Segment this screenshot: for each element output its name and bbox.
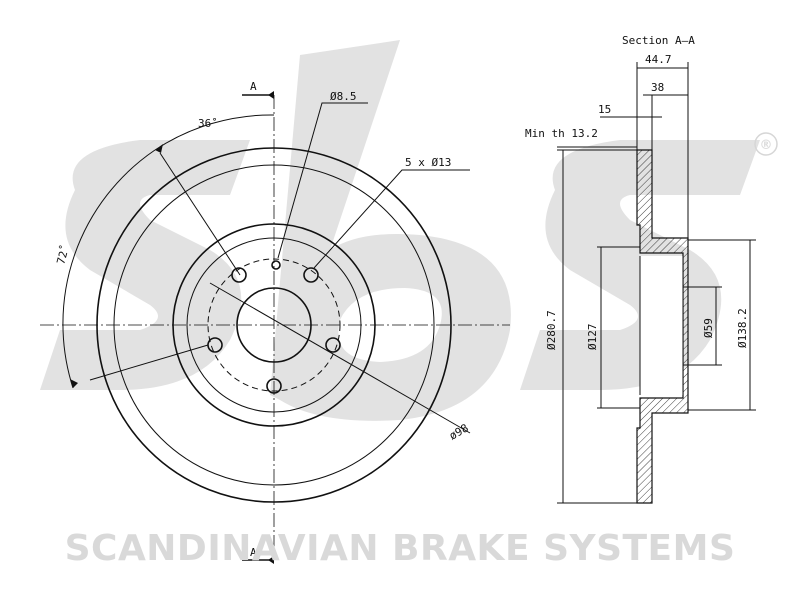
section-view: Section A–A 44.7 38 15 Min th 13.2 Ø280.… [525,34,756,504]
disc-diameter-label: Ø280.7 [545,310,558,350]
angle-36-label: 36˚ [198,117,218,130]
registered-mark: ® [760,138,773,153]
bolt-hole [325,337,341,353]
hat-inner-circle [186,237,362,413]
min-thickness-label: Min th 13.2 [525,127,598,140]
hole-dia-label: Ø8.5 [330,90,357,103]
leader-bolt-circle [209,282,471,434]
leader-dia-8-5 [277,102,368,259]
disc-inner-rim-circle [113,164,435,486]
hat-diameter-label: Ø138.2 [736,308,749,348]
bolt-circle [207,258,341,392]
angle-arc-72 [62,149,156,389]
angle-arc-36 [154,114,275,151]
center-bore-circle [236,287,312,363]
center-bore-label: Ø59 [702,318,715,338]
hat-height-label: 38 [651,81,664,94]
brand-name-watermark: SCANDINAVIAN BRAKE SYSTEMS [65,528,736,569]
section-marker-bottom: A [250,546,257,559]
hat-outer-diameter-label: Ø127 [586,324,599,351]
front-view: A A 36˚ 72˚ Ø8.5 5 x Ø13 ø98 [40,80,510,564]
overall-height-label: 44.7 [645,53,672,66]
bolt-hole [231,267,247,283]
section-title: Section A–A [622,34,695,47]
disc-section-profile [636,149,689,504]
bolt-hole [303,267,319,283]
section-marker-top: A [250,80,257,93]
disc-outer-circle [96,147,452,503]
small-hole [271,260,281,270]
leader-upper-hole [159,152,241,276]
bolt-holes-label: 5 x Ø13 [405,156,451,169]
bolt-hole [266,378,282,394]
angle-72-label: 72˚ [54,243,72,266]
bolt-circle-label: ø98 [447,421,471,442]
thickness-label: 15 [598,103,611,116]
hat-outer-circle [172,223,376,427]
leader-bolt-holes [313,169,470,269]
leader-lower-hole [89,344,209,381]
